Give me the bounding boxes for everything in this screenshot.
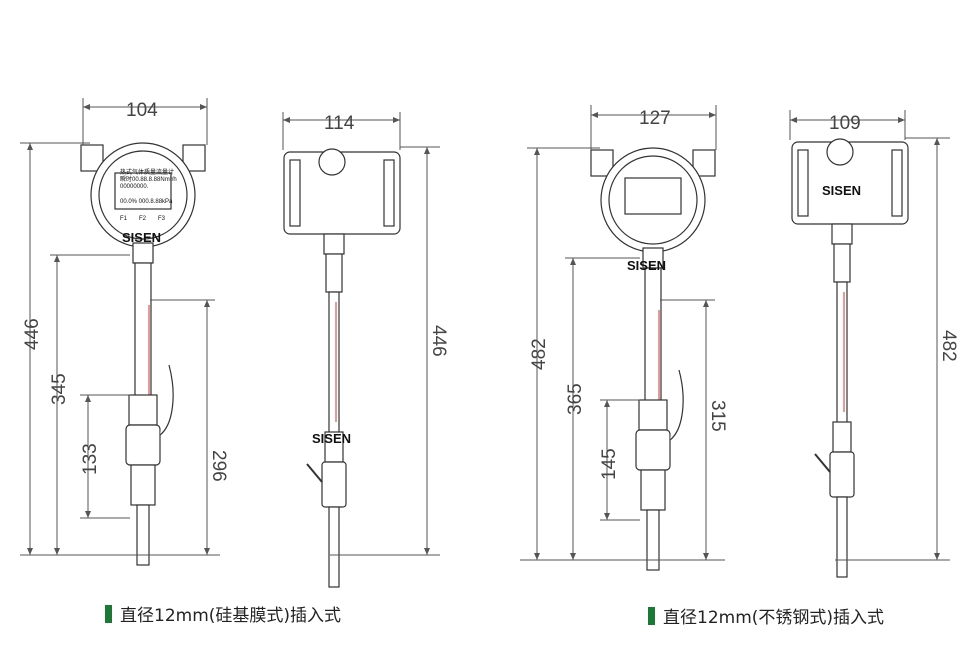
front-view-steel: SISEN xyxy=(590,147,716,571)
key-f2: F2 xyxy=(139,216,147,222)
dim-width-3: 127 xyxy=(639,108,671,129)
brand-logo: SISEN xyxy=(122,230,161,245)
key-f1: F1 xyxy=(120,216,128,222)
caption-text: 直径12mm(硅基膜式)插入式 xyxy=(120,606,342,626)
dim-width-2: 114 xyxy=(324,113,355,134)
dim-4-1: 296 xyxy=(208,450,229,482)
display-line3: 00.0% 000.8.88kPa xyxy=(120,199,173,205)
dim-width-1: 104 xyxy=(126,100,158,121)
dim-3-1: 133 xyxy=(80,443,101,475)
dim-total-1: 446 xyxy=(22,318,43,350)
caption-silicon: 直径12mm(硅基膜式)插入式 xyxy=(105,601,341,626)
caption-marker xyxy=(105,604,112,623)
caption-steel: 直径12mm(不锈钢式)插入式 xyxy=(648,603,884,628)
dim-total-3: 482 xyxy=(529,338,550,370)
caption-text: 直径12mm(不锈钢式)插入式 xyxy=(663,608,885,628)
display-title: 热式气体质量流量计 xyxy=(120,168,174,176)
brand-logo-4: SISEN xyxy=(822,183,861,198)
dim-width-4: 109 xyxy=(829,113,861,134)
dim-2-3: 365 xyxy=(565,383,586,415)
dim-total-4: 482 xyxy=(938,330,959,362)
display-line2: 00000000. xyxy=(120,184,149,190)
dim-3-3: 145 xyxy=(599,448,620,480)
side-view-silicon: SISEN xyxy=(283,148,401,588)
front-view-silicon: SISEN 00000000. 瞬时00.88.8.88Nm³/h 热式气体质量… xyxy=(80,142,206,566)
brand-logo-3: SISEN xyxy=(627,258,666,273)
key-f3: F3 xyxy=(158,216,166,222)
side-view-steel: SISEN xyxy=(791,138,909,578)
brand-logo-side: SISEN xyxy=(312,431,351,446)
display-line1: 瞬时00.88.8.88Nm³/h xyxy=(120,175,177,183)
dim-4-3: 315 xyxy=(707,400,728,432)
dim-2-1: 345 xyxy=(49,373,70,405)
dim-total-2: 446 xyxy=(428,325,449,357)
caption-marker xyxy=(648,606,655,625)
